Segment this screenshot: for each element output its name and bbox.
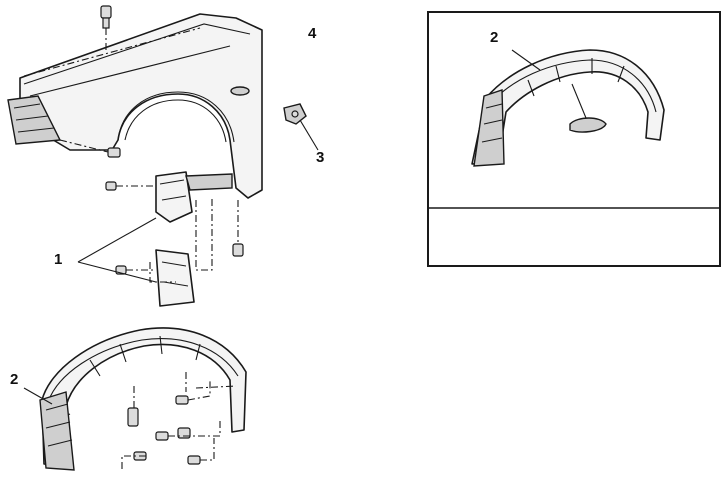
callout-clip: 3 — [316, 149, 325, 166]
inset-panel — [427, 11, 721, 267]
fender-clip — [283, 103, 319, 151]
callout-inset-liner: 2 — [490, 29, 499, 46]
liner-leader — [23, 387, 53, 405]
fender-bracket-upper — [105, 171, 233, 271]
fender-rear-bolt — [232, 200, 244, 257]
callout-brackets: 1 — [54, 251, 63, 268]
brackets-leader — [77, 217, 157, 283]
inset-wheel-liner — [471, 49, 665, 167]
fender-top-bolt — [23, 5, 201, 77]
front-fender — [7, 13, 263, 199]
callout-fender: 4 — [308, 25, 317, 42]
wheel-liner — [39, 327, 247, 471]
liner-fasteners — [121, 372, 237, 470]
fender-front-bolt — [59, 139, 121, 158]
callout-liner: 2 — [10, 371, 19, 388]
fender-bracket-lower — [115, 249, 195, 307]
